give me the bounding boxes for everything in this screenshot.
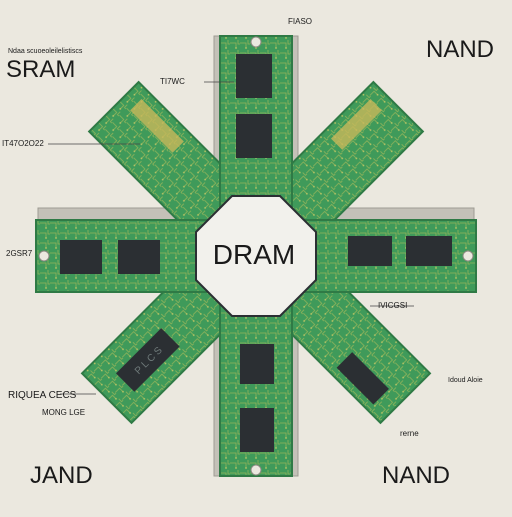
label-nand-bottom-right: NAND <box>382 464 450 488</box>
memory-chip <box>240 408 274 452</box>
memory-chip <box>118 240 160 274</box>
label-top-left-tiny: Ndaa scuoeoleilelistiscs <box>8 48 82 55</box>
label-bottom-left-b: MONG LGE <box>42 409 85 417</box>
label-right-a: IVICGSI <box>378 302 407 310</box>
label-bottom-left-a: RIQUEA CECS <box>8 391 76 401</box>
memory-chip <box>348 236 392 266</box>
memory-chip <box>236 54 272 98</box>
label-jand: JAND <box>30 464 93 488</box>
label-right-b: Idoud Aloie <box>448 377 483 384</box>
label-left-b: IT47O2O22 <box>2 140 44 148</box>
memory-chip <box>406 236 452 266</box>
label-top-center: FIASO <box>288 18 312 26</box>
label-left-c: 2GSR7 <box>6 250 32 258</box>
label-nand-top-right: NAND <box>426 38 494 62</box>
label-bottom-right-small: rerne <box>400 430 419 438</box>
memory-chip <box>60 240 102 274</box>
label-left-a: TI7WC <box>160 78 185 86</box>
memory-chip <box>240 344 274 384</box>
memory-chip <box>236 114 272 158</box>
label-sram: SRAM <box>6 58 75 82</box>
center-label: DRAM <box>213 239 295 270</box>
